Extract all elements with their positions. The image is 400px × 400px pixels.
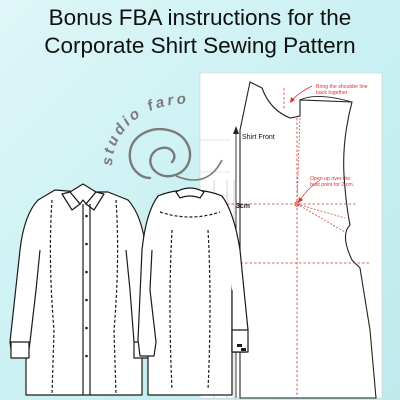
shirt-back-illustration (137, 187, 249, 396)
title-line-2: Corporate Shirt Sewing Pattern (44, 33, 356, 58)
shoulder-note: Bring the shoulder line back together. (316, 84, 368, 96)
shirt-front-illustration (9, 183, 153, 396)
piece-label: Shirt Front (242, 134, 275, 141)
bust-note: Open up over the bust point for 2 cm. (310, 176, 355, 188)
title-line-1: Bonus FBA instructions for the (48, 5, 352, 30)
size-mark: 3cm (236, 203, 251, 210)
title: Bonus FBA instructions for the Corporate… (0, 4, 400, 60)
